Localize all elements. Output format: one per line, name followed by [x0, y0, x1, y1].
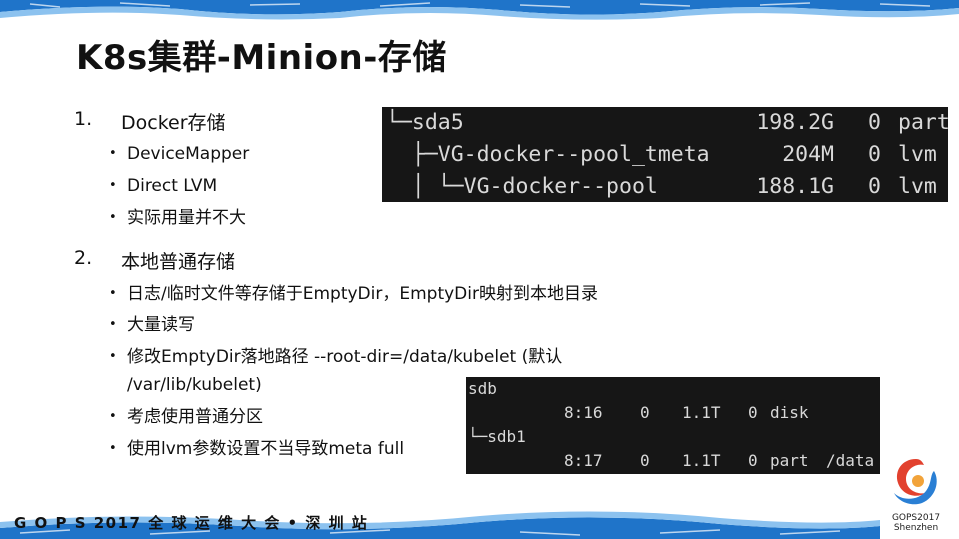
bullet-dot-icon: •: [109, 146, 117, 161]
section-label: Docker存储: [121, 112, 226, 134]
lsblk-terminal-sdb: sdb 8:16 0 1.1T 0 disk └─sdb1 8:17 0 1.1…: [466, 377, 880, 474]
section-number: 1.: [74, 108, 93, 130]
footer-conference-name: G O P S 2017 全 球 运 维 大 会 • 深 圳 站: [14, 514, 369, 532]
bullet-dot-icon: •: [109, 409, 117, 424]
top-decorative-band: [0, 0, 959, 22]
section-label: 本地普通存储: [121, 251, 236, 273]
terminal-row: │ └─VG-docker--pool 188.1G 0 lvm: [386, 174, 937, 199]
gops-logo-caption: GOPS2017 Shenzhen: [891, 513, 941, 533]
gops-logo-icon: [886, 455, 946, 535]
terminal-row: 8:17 0 1.1T 0 part /data: [564, 451, 875, 470]
lsblk-terminal-sda: └─sda5 198.2G 0 part ├─VG-docker--pool_t…: [382, 107, 948, 202]
bottom-decorative-band: [0, 500, 959, 539]
terminal-row: sdb: [468, 379, 497, 398]
terminal-row: ├─VG-docker--pool_tmeta 204M 0 lvm: [386, 142, 937, 167]
terminal-row: └─sdb1: [468, 427, 526, 446]
bullet-dot-icon: •: [109, 286, 117, 301]
bullet-dot-icon: •: [109, 441, 117, 456]
terminal-row: └─sda5 198.2G 0 part: [386, 110, 948, 135]
section-number: 2.: [74, 247, 93, 269]
slide-title: K8s集群-Minion-存储: [76, 38, 447, 78]
bullet-dot-icon: •: [109, 349, 117, 364]
bullet-dot-icon: •: [109, 178, 117, 193]
bullet-dot-icon: •: [109, 317, 117, 332]
terminal-row: 8:16 0 1.1T 0 disk: [564, 403, 809, 422]
bullet-dot-icon: •: [109, 210, 117, 225]
